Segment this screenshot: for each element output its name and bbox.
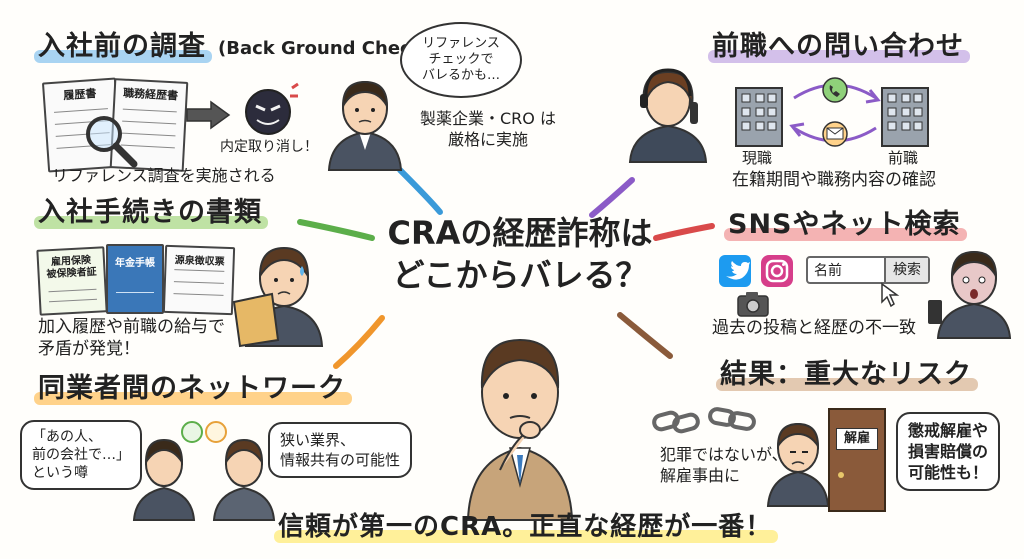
instagram-icon [761, 255, 793, 287]
previous-company-label: 前職 [888, 149, 919, 167]
section-title-procedures: 入社手続きの書類 [34, 196, 268, 230]
arrow-right-icon [186, 100, 231, 130]
dismissal-door: 解雇 [828, 408, 886, 512]
section-title-pre-hire: 入社前の調査 [34, 30, 212, 64]
connector-green [297, 219, 375, 241]
camera-icon [737, 292, 769, 317]
cursor-icon [881, 282, 900, 308]
phone-mail-exchange-icon [789, 77, 881, 147]
sns-caption: 過去の投稿と経歴の不一致 [712, 318, 916, 338]
offer-revoked-label: 内定取り消し！ [220, 139, 318, 155]
evil-face-icon [245, 82, 299, 135]
connector-purple [589, 177, 635, 218]
connector-blue [397, 167, 443, 215]
current-company-building-icon [735, 87, 783, 147]
center-title-line2: どこからバレる？ [392, 256, 648, 294]
section-title-inquiry: 前職への問い合わせ [708, 30, 970, 64]
employment-insurance-card: 雇用保険 被保険者証 [36, 246, 108, 316]
reference-check-thought-bubble: リファレンス チェックで バレるかも… [400, 22, 523, 98]
connector-brown [617, 312, 673, 359]
inquiry-caption: 在籍期間や職務内容の確認 [732, 170, 936, 190]
door-knob [838, 472, 844, 478]
operator-woman-illustration [628, 68, 708, 163]
section-title-network: 同業者間のネットワーク [34, 372, 352, 406]
pre-hire-caption: リファレンス調査を実施される [52, 166, 276, 185]
risk-speech-bubble: 懲戒解雇や 損害賠償の 可能性も！ [896, 412, 1001, 491]
search-box[interactable]: 名前 検索 [806, 256, 930, 284]
result-caption: 犯罪ではないが、 解雇事由に [660, 445, 788, 485]
dejected-man-illustration [766, 422, 830, 507]
section-title-sns: SNSやネット検索 [724, 208, 967, 242]
rumor-speech-bubble: 「あの人、 前の会社で…」 という噂 [20, 420, 142, 490]
withholding-slip: 源泉徴収票 [162, 244, 236, 316]
two-men-talking-illustration [132, 421, 276, 521]
thinking-man-illustration [466, 338, 574, 521]
worried-man-illustration [327, 80, 403, 171]
connector-red [653, 223, 715, 241]
connector-orange [333, 315, 385, 369]
section-title-result: 結果：重大なリスク [716, 358, 978, 392]
sweating-man-with-folder-illustration [232, 246, 324, 348]
previous-company-building-icon [881, 87, 929, 147]
pre-hire-subtitle: (Back Ground Check) [218, 38, 431, 59]
shocked-man-with-phone-illustration [928, 250, 1012, 339]
search-input[interactable]: 名前 [814, 263, 842, 279]
industry-info-speech-bubble: 狭い業界、 情報共有の可能性 [268, 422, 413, 478]
twitter-icon [719, 255, 751, 287]
footer-message: 信頼が第一のCRA。正直な経歴が一番！ [274, 510, 779, 544]
current-company-label: 現職 [742, 149, 773, 167]
broken-chain-icon [652, 407, 756, 434]
pension-handbook: 年金手帳 [106, 244, 164, 314]
dismissal-sign: 解雇 [836, 428, 878, 450]
procedures-caption: 加入履歴や前職の給与で 矛盾が発覚！ [38, 317, 225, 359]
search-button[interactable]: 検索 [884, 258, 928, 282]
pharma-note: 製薬企業・CRO は 厳格に実施 [420, 109, 556, 149]
center-title-line1: CRAの経歴詐称は [387, 214, 653, 252]
magnifier-icon [86, 116, 138, 168]
center-title: CRAの経歴詐称は どこからバレる？ [380, 212, 660, 296]
